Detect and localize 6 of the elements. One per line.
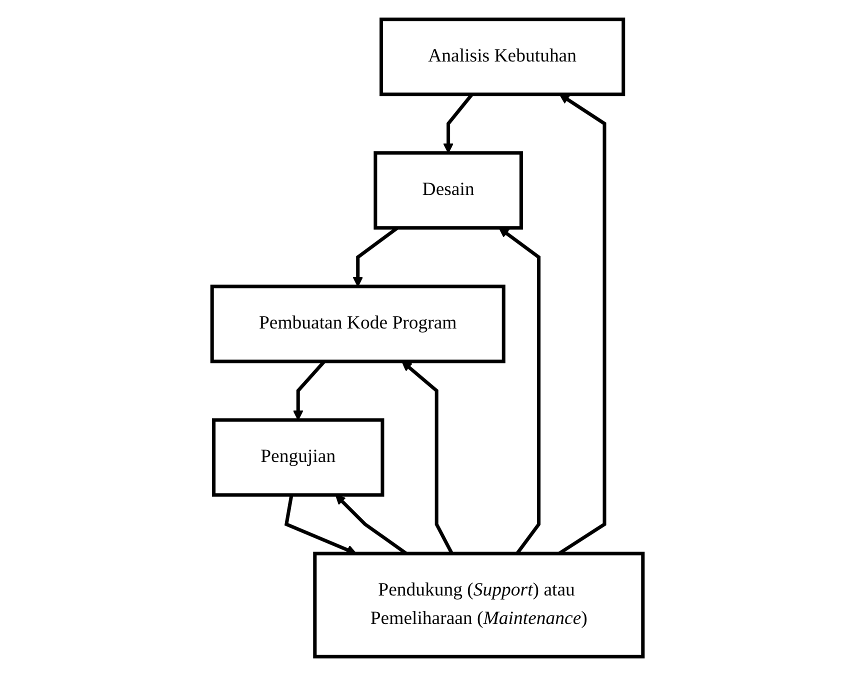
node-box: Analisis Kebutuhan bbox=[380, 18, 626, 96]
node-box: Desain bbox=[374, 151, 523, 230]
node-box: Pengujian bbox=[212, 418, 384, 497]
node-box: Pendukung (Support) atau Pemeliharaan (Maintenance) bbox=[313, 552, 645, 658]
arrow bbox=[402, 360, 454, 554]
node-box: Pembuatan Kode Program bbox=[210, 284, 506, 364]
